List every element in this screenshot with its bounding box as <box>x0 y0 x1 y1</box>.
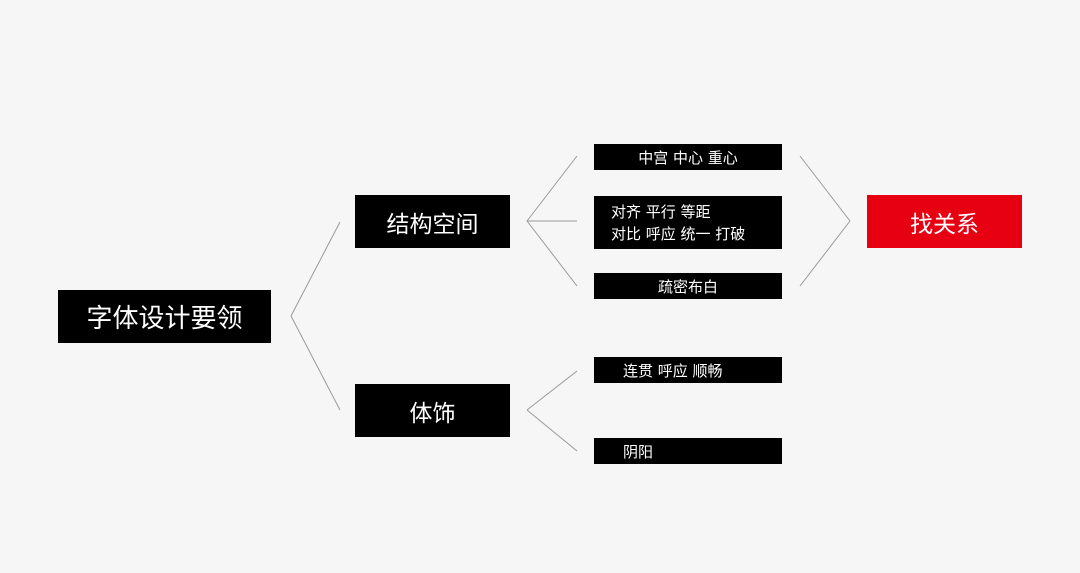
root-node: 字体设计要领 <box>58 290 271 343</box>
leaf-node-yinyang-label: 阴阳 <box>623 442 654 461</box>
leaf-node-center: 中宫 中心 重心 <box>594 144 782 170</box>
connector-decoration-yinyang <box>526 409 578 452</box>
leaf-node-align-line1: 对齐 平行 等距 <box>611 202 711 221</box>
connector-structure-density <box>526 220 578 287</box>
branch-node-structure-label: 结构空间 <box>386 211 479 238</box>
leaf-node-align: 对齐 平行 等距 对比 呼应 统一 打破 <box>594 196 782 249</box>
leaf-node-density: 疏密布白 <box>594 273 782 299</box>
branch-node-decoration: 体饰 <box>355 384 510 437</box>
root-node-label: 字体设计要领 <box>86 304 243 334</box>
connector-density-result <box>799 220 851 287</box>
leaf-node-coherence-label: 连贯 呼应 顺畅 <box>623 361 723 380</box>
leaf-node-yinyang: 阴阳 <box>594 438 782 464</box>
connector-root-structure <box>290 221 341 317</box>
result-node-label: 找关系 <box>910 211 979 238</box>
branch-node-structure: 结构空间 <box>355 195 510 248</box>
leaf-node-coherence: 连贯 呼应 顺畅 <box>594 357 782 383</box>
result-node: 找关系 <box>867 195 1022 248</box>
branch-node-decoration-label: 体饰 <box>409 400 456 427</box>
connector-structure-center <box>526 155 578 222</box>
leaf-node-align-line2: 对比 呼应 统一 打破 <box>611 224 746 243</box>
connector-decoration-coherence <box>526 370 578 411</box>
leaf-node-density-label: 疏密布白 <box>657 277 718 296</box>
connector-root-decoration <box>290 315 341 411</box>
leaf-node-center-label: 中宫 中心 重心 <box>638 148 738 167</box>
connector-center-result <box>799 155 851 222</box>
